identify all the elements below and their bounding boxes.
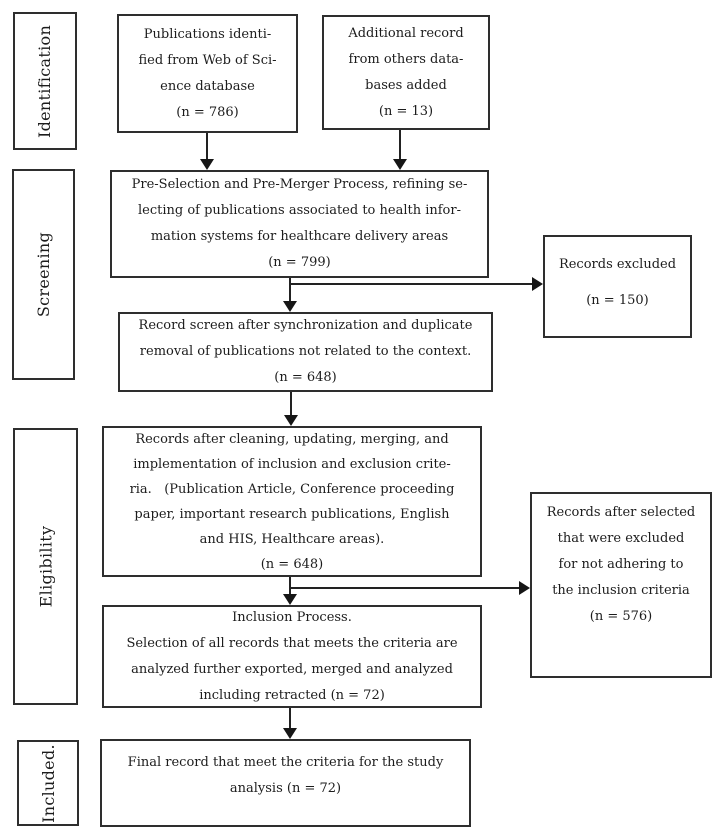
arrow-down-icon bbox=[283, 728, 297, 739]
arrow-right-icon bbox=[532, 277, 543, 291]
connector-line bbox=[289, 708, 291, 729]
box-additional-records: Additional record from others data- base… bbox=[322, 15, 490, 130]
stage-label-text: Screening bbox=[34, 231, 53, 318]
connector-line bbox=[290, 392, 292, 416]
arrow-down-icon bbox=[283, 594, 297, 605]
connector-line bbox=[289, 577, 291, 596]
arrow-down-icon bbox=[284, 415, 298, 426]
arrow-down-icon bbox=[283, 301, 297, 312]
stage-label-text: Identification bbox=[35, 24, 55, 138]
box-publications-identified: Publications identi- fied from Web of Sc… bbox=[117, 14, 298, 133]
stage-label-included: Included. bbox=[17, 740, 79, 826]
connector-line bbox=[290, 283, 532, 285]
stage-label-text: Included. bbox=[38, 743, 58, 823]
connector-line bbox=[399, 130, 401, 160]
box-record-screen: Record screen after synchronization and … bbox=[118, 312, 493, 392]
arrow-right-icon bbox=[519, 581, 530, 595]
connector-line bbox=[290, 587, 519, 589]
connector-line bbox=[206, 133, 208, 160]
arrow-down-icon bbox=[393, 159, 407, 170]
stage-label-identification: Identification bbox=[13, 12, 77, 150]
stage-label-text: Eligibility bbox=[36, 525, 56, 608]
box-records-after-cleaning: Records after cleaning, updating, mergin… bbox=[102, 426, 482, 577]
connector-line bbox=[289, 278, 291, 303]
box-records-excluded: Records excluded (n = 150) bbox=[543, 235, 692, 338]
arrow-down-icon bbox=[200, 159, 214, 170]
box-inclusion-process: Inclusion Process. Selection of all reco… bbox=[102, 605, 482, 708]
box-preselection-premerger: Pre-Selection and Pre-Merger Process, re… bbox=[110, 170, 489, 278]
stage-label-screening: Screening bbox=[12, 169, 75, 380]
box-excluded-not-adhering: Records after selected that were exclude… bbox=[530, 492, 712, 678]
stage-label-eligibility: Eligibility bbox=[13, 428, 78, 705]
box-final-record: Final record that meet the criteria for … bbox=[100, 739, 471, 827]
